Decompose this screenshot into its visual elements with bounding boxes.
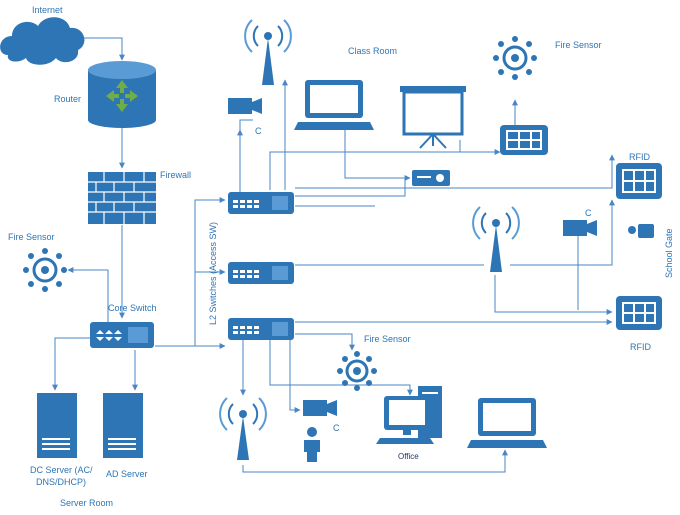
laptop-office-icon	[467, 398, 547, 448]
camera-right-icon	[563, 220, 597, 236]
rfid-bottom-icon	[616, 296, 662, 330]
camera-top-icon	[228, 98, 262, 114]
dc-server-icon	[37, 393, 77, 458]
fire-sensor-left-label: Fire Sensor	[8, 232, 55, 242]
person-icon	[304, 427, 320, 462]
fire-sensor-mid-icon	[337, 351, 377, 391]
fire-sensor-top-label: Fire Sensor	[555, 40, 602, 50]
l2-switch-middle-icon	[228, 262, 294, 284]
l2-switch-top-icon	[228, 192, 294, 214]
ad-server-icon	[103, 393, 143, 458]
core-switch-label: Core Switch	[108, 303, 157, 313]
rfid-bottom-label: RFID	[630, 342, 651, 352]
school-gate-label: School Gate	[664, 228, 674, 278]
camera-bottom-label: C	[333, 423, 340, 433]
office-label: Office	[398, 452, 419, 461]
router-icon	[88, 61, 156, 128]
access-point-bottom-icon	[219, 397, 267, 460]
projector-icon	[412, 170, 450, 186]
internet-cloud-icon	[0, 17, 85, 65]
tablet-classroom-icon	[500, 125, 548, 155]
rfid-top-icon	[616, 163, 662, 199]
desktop-pc-icon	[376, 386, 442, 444]
rfid-top-label: RFID	[629, 152, 650, 162]
connections	[50, 37, 615, 473]
fire-sensor-top-icon	[493, 36, 537, 80]
fire-sensor-left-icon	[23, 248, 67, 292]
access-point-middle-icon	[472, 206, 520, 272]
projector-screen-icon	[400, 86, 466, 149]
firewall-label: Firewall	[160, 170, 191, 180]
internet-label: Internet	[32, 5, 63, 15]
laptop-classroom-icon	[294, 80, 374, 130]
l2-switch-bottom-icon	[228, 318, 294, 340]
server-room-label: Server Room	[60, 498, 113, 508]
firewall-icon	[88, 172, 156, 224]
class-room-label: Class Room	[348, 46, 397, 56]
ad-server-label: AD Server	[106, 469, 148, 479]
camera-top-label: C	[255, 126, 262, 136]
l2-switches-label: L2 Switches (Access SW)	[208, 222, 218, 325]
fire-sensor-mid-label: Fire Sensor	[364, 334, 411, 344]
camera-right-label: C	[585, 208, 592, 218]
router-label: Router	[54, 94, 81, 104]
camera-bottom-icon	[303, 400, 337, 416]
core-switch-icon	[90, 322, 154, 348]
dc-server-label-line2: DNS/DHCP)	[36, 477, 86, 487]
person-gate-icon	[628, 224, 654, 238]
dc-server-label-line1: DC Server (AC/	[30, 465, 93, 475]
access-point-top-icon	[244, 19, 292, 85]
